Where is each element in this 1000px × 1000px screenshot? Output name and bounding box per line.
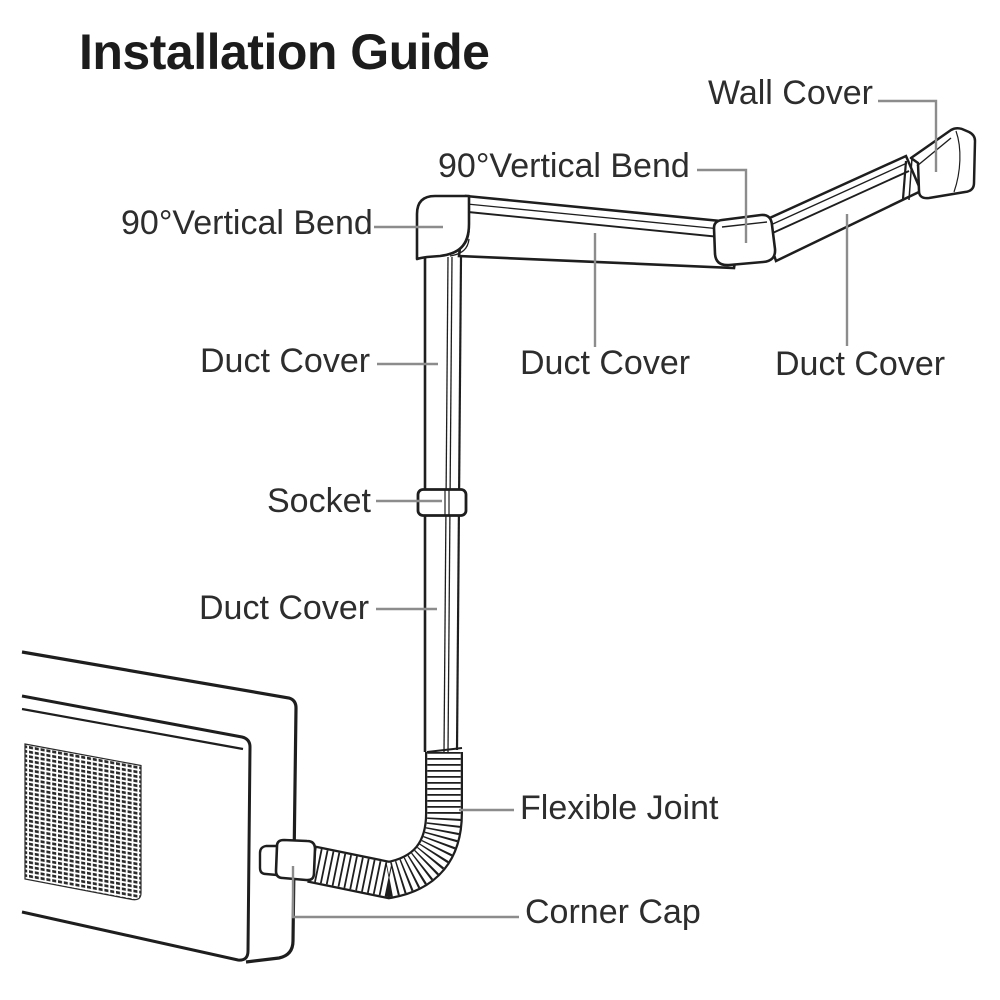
vertical-bend-right-piece (712, 213, 777, 267)
dduct-top-line-3 (765, 170, 910, 237)
tube-ribs (307, 752, 461, 898)
label-duct-cover-upper-left: Duct Cover (200, 342, 371, 380)
flexible-joint-tube (307, 752, 463, 900)
vduct-end-cap (426, 747, 463, 753)
corner-cap-body (274, 838, 317, 882)
label-vertical-bend-top: 90°Vertical Bend (438, 147, 690, 185)
unit-front-top-inner-line (21, 707, 244, 751)
corner-cap-tab (258, 844, 278, 877)
label-duct-cover-middle: Duct Cover (520, 344, 691, 382)
dduct-top-line-2 (763, 162, 908, 229)
label-duct-cover-right: Duct Cover (775, 345, 946, 383)
unit-grille (24, 743, 142, 901)
wall-cover-crease-2 (953, 130, 961, 193)
unit-front-outline (21, 694, 252, 962)
elbow-seam-2 (449, 238, 470, 257)
bend-right-inner-line (721, 221, 768, 228)
hduct-top-line-2 (466, 203, 742, 232)
leader-lines (291, 99, 938, 919)
elbow-seam-1 (444, 230, 470, 256)
outdoor-unit (21, 650, 298, 964)
label-vertical-bend-left: 90°Vertical Bend (121, 204, 373, 242)
wall-cover-collar-2 (908, 157, 913, 201)
bend-right-body (712, 213, 777, 267)
socket-body (416, 488, 468, 517)
label-flexible-joint: Flexible Joint (520, 789, 719, 827)
label-wall-cover: Wall Cover (708, 74, 873, 112)
diagonal-duct (761, 154, 923, 263)
leader-bend-top (697, 168, 748, 243)
corner-cap-piece (258, 838, 317, 882)
leader-corner-cap (291, 866, 519, 919)
socket-band (416, 488, 468, 517)
wall-cover-crease-1 (916, 137, 952, 167)
page-title: Installation Guide (79, 24, 490, 80)
label-socket: Socket (267, 482, 371, 520)
horizontal-duct (457, 194, 743, 270)
unit-top-and-right-edge (21, 650, 298, 964)
hduct-top-line-3 (467, 211, 741, 240)
wall-cover-collar-1 (901, 160, 908, 200)
leader-wall-cover (878, 99, 938, 172)
dduct-body (761, 154, 923, 263)
label-duct-cover-lower-left: Duct Cover (199, 589, 370, 627)
wall-cover-piece (901, 126, 977, 201)
label-corner-cap: Corner Cap (525, 893, 701, 931)
